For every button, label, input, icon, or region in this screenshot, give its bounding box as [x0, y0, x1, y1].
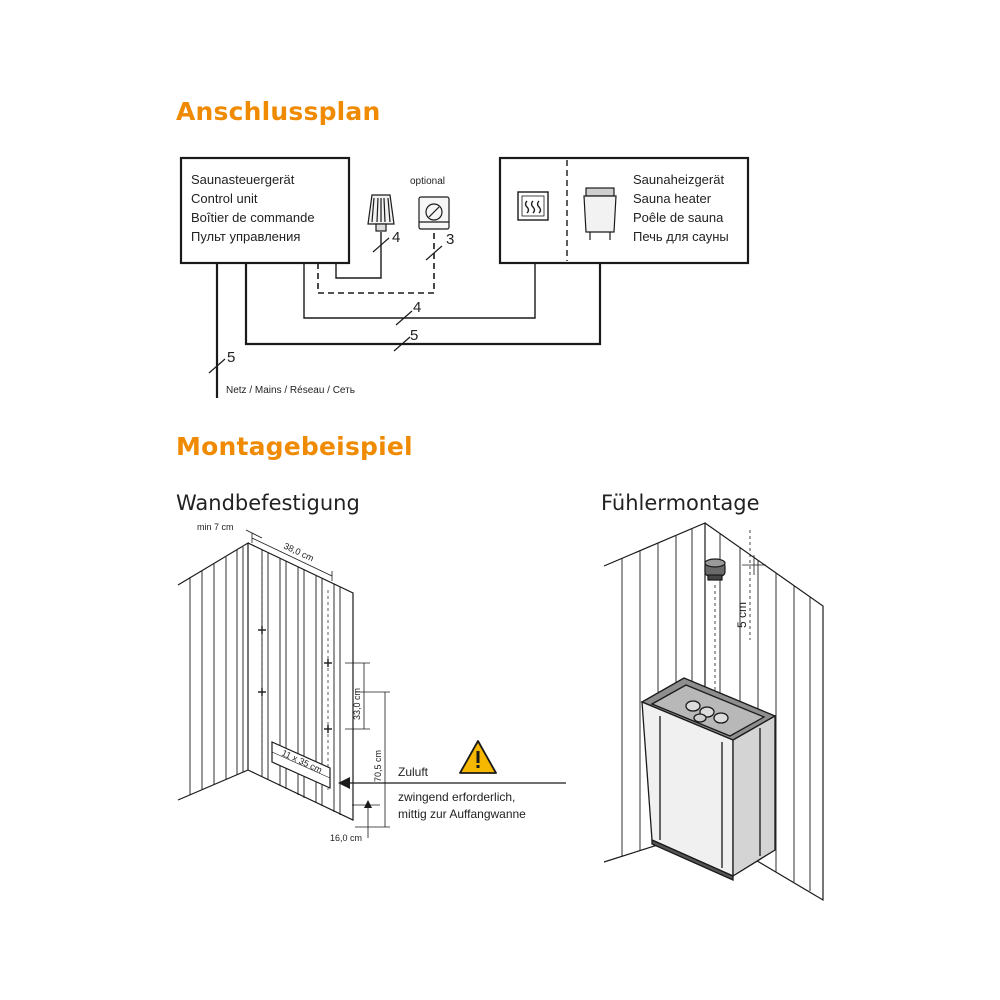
- air-label: Zuluft: [398, 765, 429, 779]
- left-wall: [177, 541, 249, 801]
- mains-label: Netz / Mains / Réseau / Сеть: [226, 385, 355, 396]
- dim-line-min-gap: [245, 529, 263, 539]
- right-wall: [247, 542, 354, 821]
- subtitle-wandbefestigung: Wandbefestigung: [176, 491, 360, 515]
- section-title-montagebeispiel: Montagebeispiel: [176, 432, 413, 461]
- dim-sensor-label: 5 cm: [735, 602, 749, 628]
- heater-box: [498, 156, 750, 265]
- sauna-heater-icon: [640, 677, 777, 882]
- lamp-icon: [367, 194, 395, 232]
- sensor-left-wall: [603, 522, 706, 863]
- optional-label: optional: [410, 176, 445, 187]
- heater-label: Saunaheizgerät Sauna heater Poêle de sau…: [633, 172, 729, 244]
- control-unit-label: Saunasteuergerät Control unit Boîtier de…: [191, 172, 315, 244]
- control-unit-label-de: Saunasteuergerät: [191, 172, 295, 187]
- control-unit-box: [179, 156, 351, 265]
- wire-heater-sensor: [303, 263, 536, 319]
- heater-label-en: Sauna heater: [633, 191, 712, 206]
- temperature-sensor-icon: [418, 196, 450, 230]
- wire-label-lamp: 4: [392, 229, 400, 246]
- wire-label-sensor: 3: [446, 231, 454, 248]
- heater-label-fr: Poêle de sauna: [633, 210, 724, 225]
- air-note-line1: zwingend erforderlich,: [398, 790, 515, 804]
- wire-optional-sensor: [317, 232, 435, 294]
- dim-line-width: [251, 537, 333, 577]
- wall-mounting-drawing: [177, 529, 566, 838]
- wire-lamp: [335, 232, 382, 279]
- heater-label-de: Saunaheizgerät: [633, 172, 724, 187]
- heater-icon: [583, 187, 617, 240]
- heat-symbol-icon: [517, 191, 549, 221]
- wire-label-heater-sensor: 4: [413, 299, 421, 316]
- wire-heater-power: [244, 263, 602, 346]
- control-unit-label-en: Control unit: [191, 191, 258, 206]
- dim-min-gap-label: min 7 cm: [197, 522, 234, 532]
- sensor-icon: [704, 558, 726, 581]
- mounting-hole-markers: [258, 626, 332, 733]
- wire-label-heater-power: 5: [410, 327, 418, 344]
- dim-height-label: 70,5 cm: [373, 750, 383, 782]
- subtitle-fuehlermontage: Fühlermontage: [601, 491, 760, 515]
- sensor-right-wall: [704, 522, 824, 902]
- section-title-anschlussplan: Anschlussplan: [176, 97, 381, 126]
- control-unit-label-fr: Boîtier de commande: [191, 210, 315, 225]
- control-unit-label-ru: Пульт управления: [191, 229, 300, 244]
- heater-label-ru: Печь для сауны: [633, 229, 729, 244]
- left-wall-boards: [189, 547, 244, 795]
- air-note-line2: mittig zur Auffangwanne: [398, 807, 526, 821]
- wiring-diagram: [179, 156, 750, 398]
- dim-bottom-label: 16,0 cm: [330, 833, 362, 843]
- wire-label-mains: 5: [227, 349, 235, 366]
- warning-icon: [459, 740, 497, 774]
- dim-spacing-label: 33,0 cm: [352, 688, 362, 720]
